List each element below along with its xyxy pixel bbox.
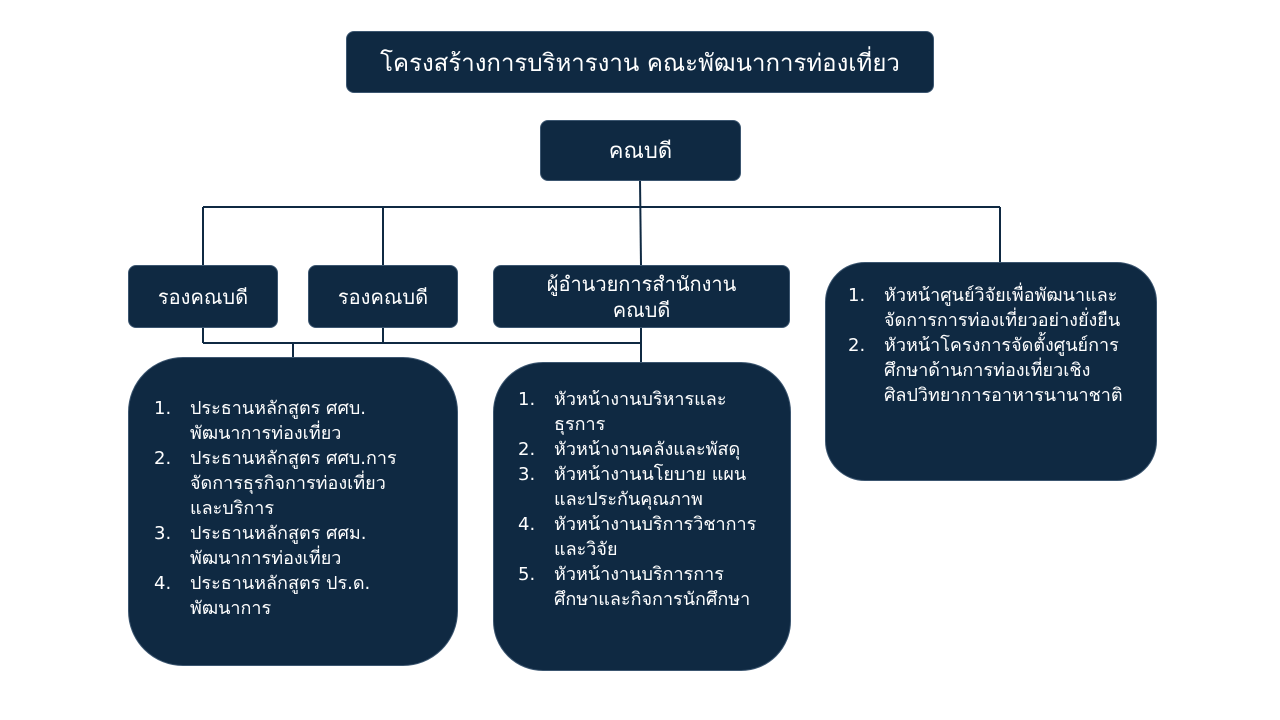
list-item: 2.หัวหน้างานคลังและพัสดุ xyxy=(518,439,741,460)
list-item: 5.หัวหน้างานบริการการศึกษาและกิจการนักศึ… xyxy=(518,564,751,610)
connector-dean-director xyxy=(639,179,642,266)
deputy-dean-box-1: รองคณบดี xyxy=(128,265,278,328)
centers-list: 1.หัวหน้าศูนย์วิจัยเพื่อพัฒนาและจัดการกา… xyxy=(825,262,1157,481)
deputy-dean-box-2: รองคณบดี xyxy=(308,265,458,328)
list-item: 1.ประธานหลักสูตร ศศบ. พัฒนาการท่องเที่ยว xyxy=(154,398,367,444)
list-item: 1.หัวหน้างานบริหารและธุรการ xyxy=(518,389,727,435)
program-chairs-list: 1.ประธานหลักสูตร ศศบ. พัฒนาการท่องเที่ยว… xyxy=(128,357,458,666)
list-item: 1.หัวหน้าศูนย์วิจัยเพื่อพัฒนาและจัดการกา… xyxy=(848,285,1121,331)
list-item: 3.หัวหน้างานนโยบาย แผนและประกันคุณภาพ xyxy=(518,464,747,510)
dean-box: คณบดี xyxy=(540,120,741,181)
page-title: โครงสร้างการบริหารงาน คณะพัฒนาการท่องเที… xyxy=(346,31,934,93)
list-item: 4.ประธานหลักสูตร ปร.ด. พัฒนาการ xyxy=(154,573,371,619)
list-item: 4.หัวหน้างานบริการวิชาการและวิจัย xyxy=(518,514,757,560)
list-item: 2.หัวหน้าโครงการจัดตั้งศูนย์การศึกษาด้าน… xyxy=(848,335,1123,406)
list-item: 2.ประธานหลักสูตร ศศบ.การจัดการธุรกิจการท… xyxy=(154,448,397,519)
office-director-box: ผู้อำนวยการสำนักงานคณบดี xyxy=(493,265,790,328)
office-units-list: 1.หัวหน้างานบริหารและธุรการ 2.หัวหน้างาน… xyxy=(493,362,791,671)
list-item: 3.ประธานหลักสูตร ศศม. พัฒนาการท่องเที่ยว xyxy=(154,523,367,569)
